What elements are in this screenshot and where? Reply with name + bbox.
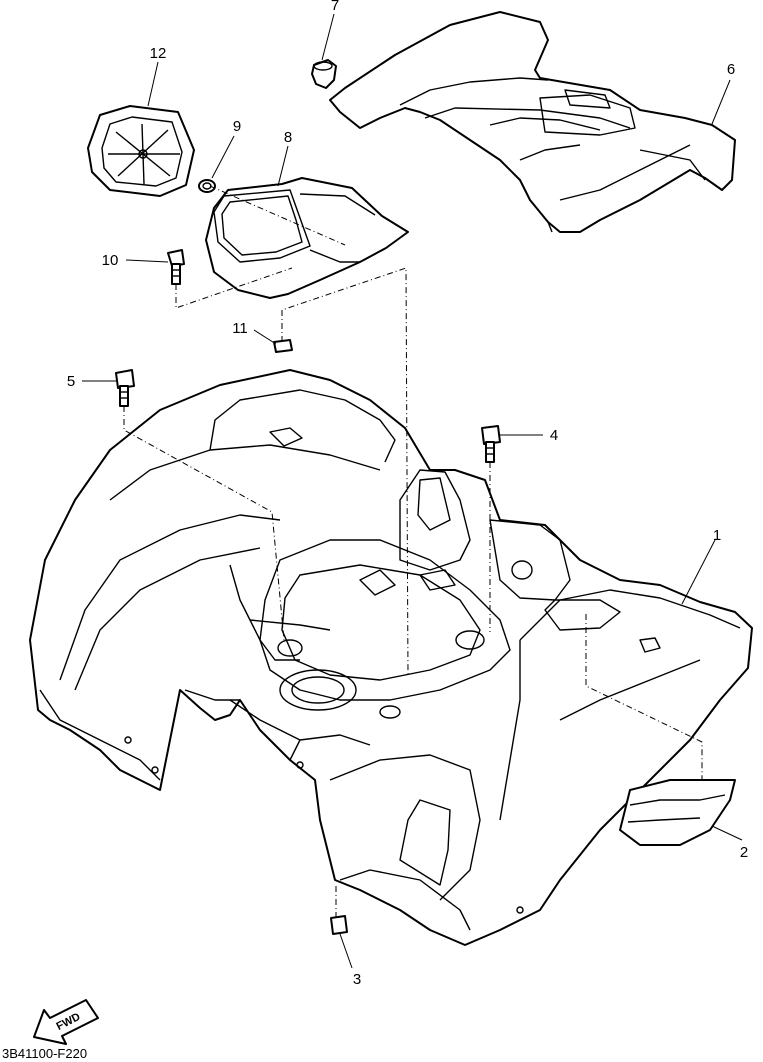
leader-lines — [82, 13, 743, 969]
part-10-bolt[interactable] — [167, 249, 185, 285]
part-11-nut[interactable] — [273, 339, 293, 353]
callout-8: 8 — [284, 129, 292, 146]
callout-12: 12 — [150, 45, 167, 62]
callout-2: 2 — [740, 844, 748, 861]
callout-6: 6 — [727, 61, 735, 78]
part-3-nut[interactable] — [330, 915, 348, 935]
callout-10: 10 — [102, 252, 119, 269]
callout-5: 5 — [67, 373, 75, 390]
callout-4: 4 — [550, 427, 558, 444]
callout-3: 3 — [353, 971, 361, 988]
part-2-mud-flap[interactable] — [619, 779, 736, 846]
callout-1: 1 — [713, 527, 721, 544]
part-7-clip[interactable] — [311, 59, 337, 89]
part-4-bolt[interactable] — [481, 425, 501, 463]
callout-9: 9 — [233, 118, 241, 135]
part-12-cap[interactable] — [87, 105, 195, 197]
fwd-arrow-icon: FWD — [33, 999, 99, 1045]
drawing-code: 3B41100-F220 — [2, 1046, 87, 1061]
part-8-storage-box[interactable] — [205, 177, 409, 299]
callout-11: 11 — [232, 320, 248, 337]
part-9-grommet[interactable] — [198, 179, 216, 193]
callout-7: 7 — [331, 0, 339, 14]
callout-labels: 12 9 8 10 11 7 6 5 4 1 2 3 — [67, 0, 748, 988]
assembly-lines — [123, 185, 703, 918]
part-1-rear-fender[interactable] — [29, 369, 753, 946]
part-5-bolt[interactable] — [115, 369, 135, 407]
part-6-rear-top-cover[interactable] — [329, 11, 736, 233]
